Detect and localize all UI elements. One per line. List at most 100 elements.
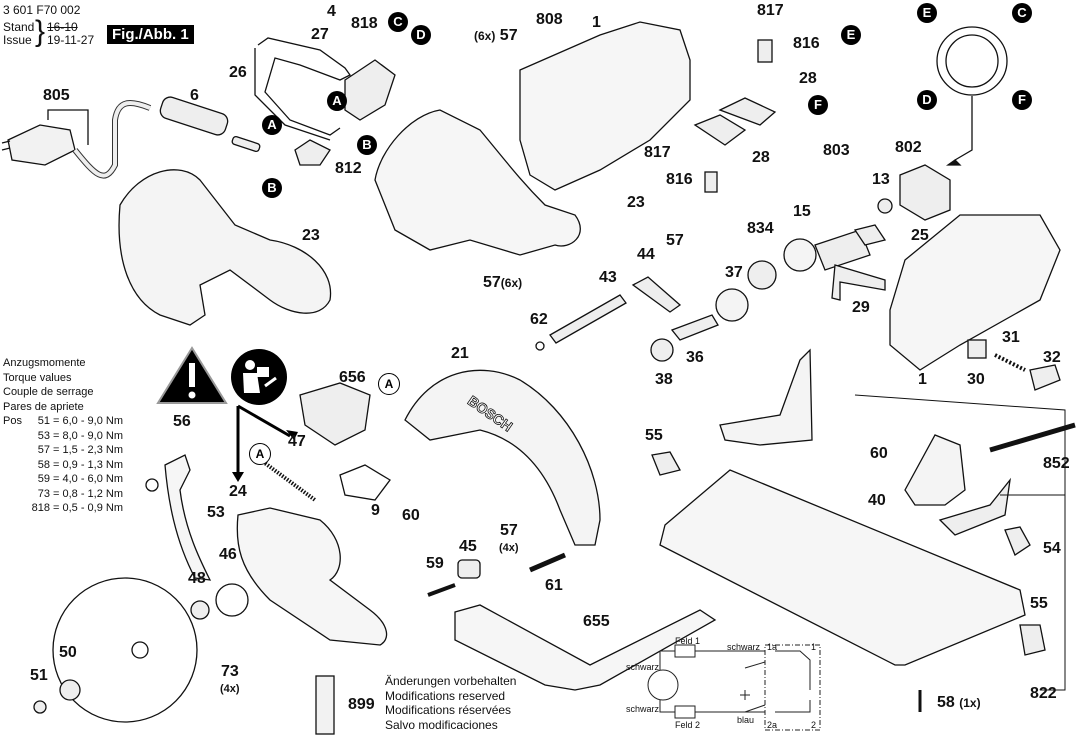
part-label-51[interactable]: 51 xyxy=(30,667,48,684)
bracket-line-822 xyxy=(854,394,1066,691)
part-label-38[interactable]: 38 xyxy=(655,371,673,388)
cable-sleeve-6 xyxy=(159,96,261,153)
part-label-1[interactable]: 1 xyxy=(592,14,601,31)
part-label-32[interactable]: 32 xyxy=(1043,349,1061,366)
part-label-55[interactable]: 55 xyxy=(645,427,663,444)
notice-fr: Modifications réservées xyxy=(385,703,512,717)
part-label-58[interactable]: 58 (1x) xyxy=(937,694,981,711)
old-date: 16-10 xyxy=(47,20,78,34)
part-label-24[interactable]: 24 xyxy=(229,483,247,500)
torque-title-es: Pares de apriete xyxy=(3,400,84,413)
part-label-56[interactable]: 56 xyxy=(173,413,191,430)
torque-row: 59 = 4,0 - 6,0 Nm xyxy=(37,473,123,485)
connector-d-bubble: D xyxy=(917,90,937,110)
part-label-31[interactable]: 31 xyxy=(1002,329,1020,346)
part-label-822[interactable]: 822 xyxy=(1030,685,1057,702)
part-label-25[interactable]: 25 xyxy=(911,227,929,244)
part-label-60[interactable]: 60 xyxy=(402,507,420,524)
housing-1-top xyxy=(519,21,691,191)
part-label-655[interactable]: 655 xyxy=(583,613,610,630)
part-label-808[interactable]: 808 xyxy=(536,11,563,28)
part-label-816[interactable]: 816 xyxy=(793,35,820,52)
part-label-9[interactable]: 9 xyxy=(371,502,380,519)
wiring-terminal-1: 1 xyxy=(811,642,817,652)
part-label-4[interactable]: 4 xyxy=(327,3,336,20)
part-label-817[interactable]: 817 xyxy=(644,144,671,161)
grease-tube-899 xyxy=(315,675,335,735)
wiring-schwarz-line: schwarz xyxy=(727,642,761,652)
part-label-55[interactable]: 55 xyxy=(1030,595,1048,612)
part-label-28[interactable]: 28 xyxy=(799,70,817,87)
part-label-60[interactable]: 60 xyxy=(870,445,888,462)
part-label-23[interactable]: 23 xyxy=(627,194,645,211)
part-label-6[interactable]: 6 xyxy=(190,87,199,104)
torque-row: 73 = 0,8 - 1,2 Nm xyxy=(37,487,123,500)
torque-row: 53 = 8,0 - 9,0 Nm xyxy=(37,429,123,442)
part-label-53[interactable]: 53 xyxy=(207,504,225,521)
part-label-57[interactable]: (6x) 57 xyxy=(474,27,518,44)
part-label-23[interactable]: 23 xyxy=(302,227,320,244)
part-label-73[interactable]: 73 xyxy=(221,663,239,680)
part-label-36[interactable]: 36 xyxy=(686,349,704,366)
connector-a-bubble: A xyxy=(262,115,282,135)
part-label-57[interactable]: 57 xyxy=(500,522,518,539)
capacitor-symbol xyxy=(740,661,766,713)
part-label-61[interactable]: 61 xyxy=(545,577,563,594)
part-label-817[interactable]: 817 xyxy=(757,2,784,19)
torque-title-fr: Couple de serrage xyxy=(3,386,94,398)
part-label-21[interactable]: 21 xyxy=(451,345,469,362)
part-label-45[interactable]: 45 xyxy=(459,538,477,555)
base-plate xyxy=(659,469,1026,666)
field-2-coil xyxy=(674,705,696,719)
connector-b-bubble: B xyxy=(262,178,282,198)
part-label-29[interactable]: 29 xyxy=(852,299,870,316)
torque-row: 818 = 0,5 - 0,9 Nm xyxy=(31,502,123,514)
connector-f-bubble: F xyxy=(808,95,828,115)
handle-23-left xyxy=(118,169,332,326)
part-label-27[interactable]: 27 xyxy=(311,26,329,43)
part-label-37[interactable]: 37 xyxy=(725,264,743,281)
part-label-62[interactable]: 62 xyxy=(530,311,548,328)
part-label-57[interactable]: 57(6x) xyxy=(483,274,523,291)
wiring-terminal-1a: 1a xyxy=(767,642,778,652)
part-label-44[interactable]: 44 xyxy=(637,246,655,263)
part-label-812[interactable]: 812 xyxy=(335,160,362,177)
part-label-899[interactable]: 899 xyxy=(348,696,375,713)
part-label-47[interactable]: 47 xyxy=(288,433,306,450)
part-label-13[interactable]: 13 xyxy=(872,171,890,188)
part-label-28[interactable]: 28 xyxy=(752,149,770,166)
part-label-803[interactable]: 803 xyxy=(823,142,850,159)
torque-pos-label: Pos xyxy=(3,415,22,427)
part-label-818[interactable]: 818 xyxy=(351,15,378,32)
part-label-802[interactable]: 802 xyxy=(895,139,922,156)
part-label-30[interactable]: 30 xyxy=(967,371,985,388)
part-label-54[interactable]: 54 xyxy=(1043,540,1061,557)
wiring-terminal-2a: 2a xyxy=(767,720,778,730)
connector-d-bubble: D xyxy=(411,25,431,45)
part-label-59[interactable]: 59 xyxy=(426,555,444,572)
part-label-1[interactable]: 1 xyxy=(918,371,927,388)
bracket-29 xyxy=(831,264,886,301)
torque-row: 51 = 6,0 - 9,0 Nm xyxy=(37,415,123,427)
wiring-diagram xyxy=(647,644,821,731)
guide-bracket xyxy=(938,477,1011,536)
screw-51 xyxy=(33,700,47,714)
part-label-50[interactable]: 50 xyxy=(59,644,77,661)
part-label-46[interactable]: 46 xyxy=(219,546,237,563)
part-label-834[interactable]: 834 xyxy=(747,220,774,237)
part-label-48[interactable]: 48 xyxy=(188,570,206,587)
connector-e-bubble: E xyxy=(917,3,937,23)
part-label-26[interactable]: 26 xyxy=(229,64,247,81)
part-label-40[interactable]: 40 xyxy=(868,492,886,509)
bearing-38 xyxy=(650,338,674,362)
part-label-57[interactable]: 57 xyxy=(666,232,684,249)
lever-53 xyxy=(164,454,212,581)
part-label-816[interactable]: 816 xyxy=(666,171,693,188)
part-label-43[interactable]: 43 xyxy=(599,269,617,286)
part-label-15[interactable]: 15 xyxy=(793,203,811,220)
part-label-805[interactable]: 805 xyxy=(43,87,70,104)
part-label-852[interactable]: 852 xyxy=(1043,455,1070,472)
qty-4x: (4x) xyxy=(499,542,519,554)
part-label-656[interactable]: 656 xyxy=(339,369,366,386)
shaft-36 xyxy=(670,314,719,341)
